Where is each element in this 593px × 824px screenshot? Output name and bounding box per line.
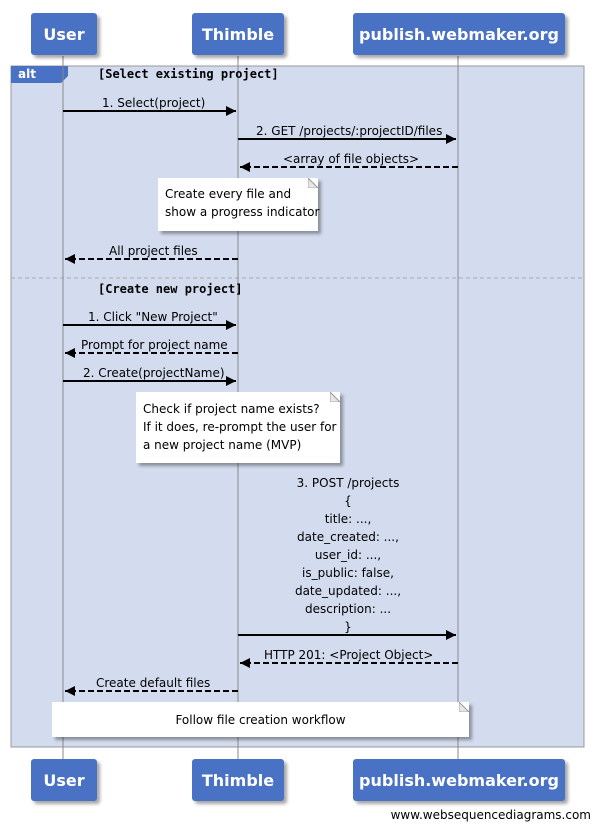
actor-thimble-top: Thimble bbox=[192, 13, 284, 55]
message-all-project-files: All project files bbox=[109, 244, 198, 258]
message-get-files: 2. GET /projects/:projectID/files bbox=[256, 124, 443, 138]
post-body-line: title: ..., bbox=[324, 512, 372, 526]
message-select-project: 1. Select(project) bbox=[102, 96, 206, 110]
note-follow-workflow: Follow file creation workflow bbox=[52, 702, 469, 737]
note-line: Check if project name exists? bbox=[143, 402, 320, 416]
actor-thimble-bottom: Thimble bbox=[192, 759, 284, 801]
post-body-line: { bbox=[344, 494, 352, 508]
message-create-project: 2. Create(projectName) bbox=[83, 366, 225, 380]
note-fold bbox=[330, 392, 340, 402]
message-http-201: HTTP 201: <Project Object> bbox=[264, 648, 434, 662]
alt-tag-shape bbox=[11, 66, 68, 83]
post-body-line: is_public: false, bbox=[302, 566, 394, 580]
actor-publish-top: publish.webmaker.org bbox=[353, 13, 565, 55]
post-body-line: user_id: ..., bbox=[314, 548, 382, 562]
note-line: show a progress indicator bbox=[165, 205, 320, 219]
note-line: Follow file creation workflow bbox=[175, 712, 346, 727]
post-body-line: date_updated: ..., bbox=[294, 584, 402, 598]
alt-guard-create-new: [Create new project] bbox=[98, 282, 243, 296]
message-prompt-name: Prompt for project name bbox=[81, 338, 228, 352]
message-post-projects: 3. POST /projects { title: ..., date_cre… bbox=[248, 474, 448, 636]
note-line: a new project name (MVP) bbox=[143, 438, 302, 452]
actor-user-bottom: User bbox=[31, 759, 97, 801]
message-create-default-files: Create default files bbox=[96, 676, 211, 690]
actor-publish-bottom: publish.webmaker.org bbox=[353, 759, 565, 801]
alt-tag-label: alt bbox=[18, 67, 36, 81]
note-check-project-name: Check if project name exists? If it does… bbox=[136, 392, 340, 463]
message-click-new-project: 1. Click "New Project" bbox=[88, 310, 218, 324]
note-line: Create every file and bbox=[165, 187, 292, 201]
watermark[interactable]: www.websequencediagrams.com bbox=[390, 808, 591, 822]
note-fold bbox=[459, 702, 469, 712]
post-body-line: date_created: ..., bbox=[297, 530, 399, 544]
note-fold bbox=[308, 178, 318, 188]
post-body-line: } bbox=[344, 620, 352, 634]
post-body-line: 3. POST /projects bbox=[296, 476, 400, 490]
alt-guard-select-existing: [Select existing project] bbox=[98, 67, 279, 81]
note-line: If it does, re-prompt the user for bbox=[143, 420, 337, 434]
actor-user-top: User bbox=[31, 13, 97, 55]
message-file-objects: <array of file objects> bbox=[283, 152, 420, 166]
note-create-every-file: Create every file and show a progress in… bbox=[158, 178, 320, 231]
post-body-line: description: ... bbox=[304, 602, 392, 616]
